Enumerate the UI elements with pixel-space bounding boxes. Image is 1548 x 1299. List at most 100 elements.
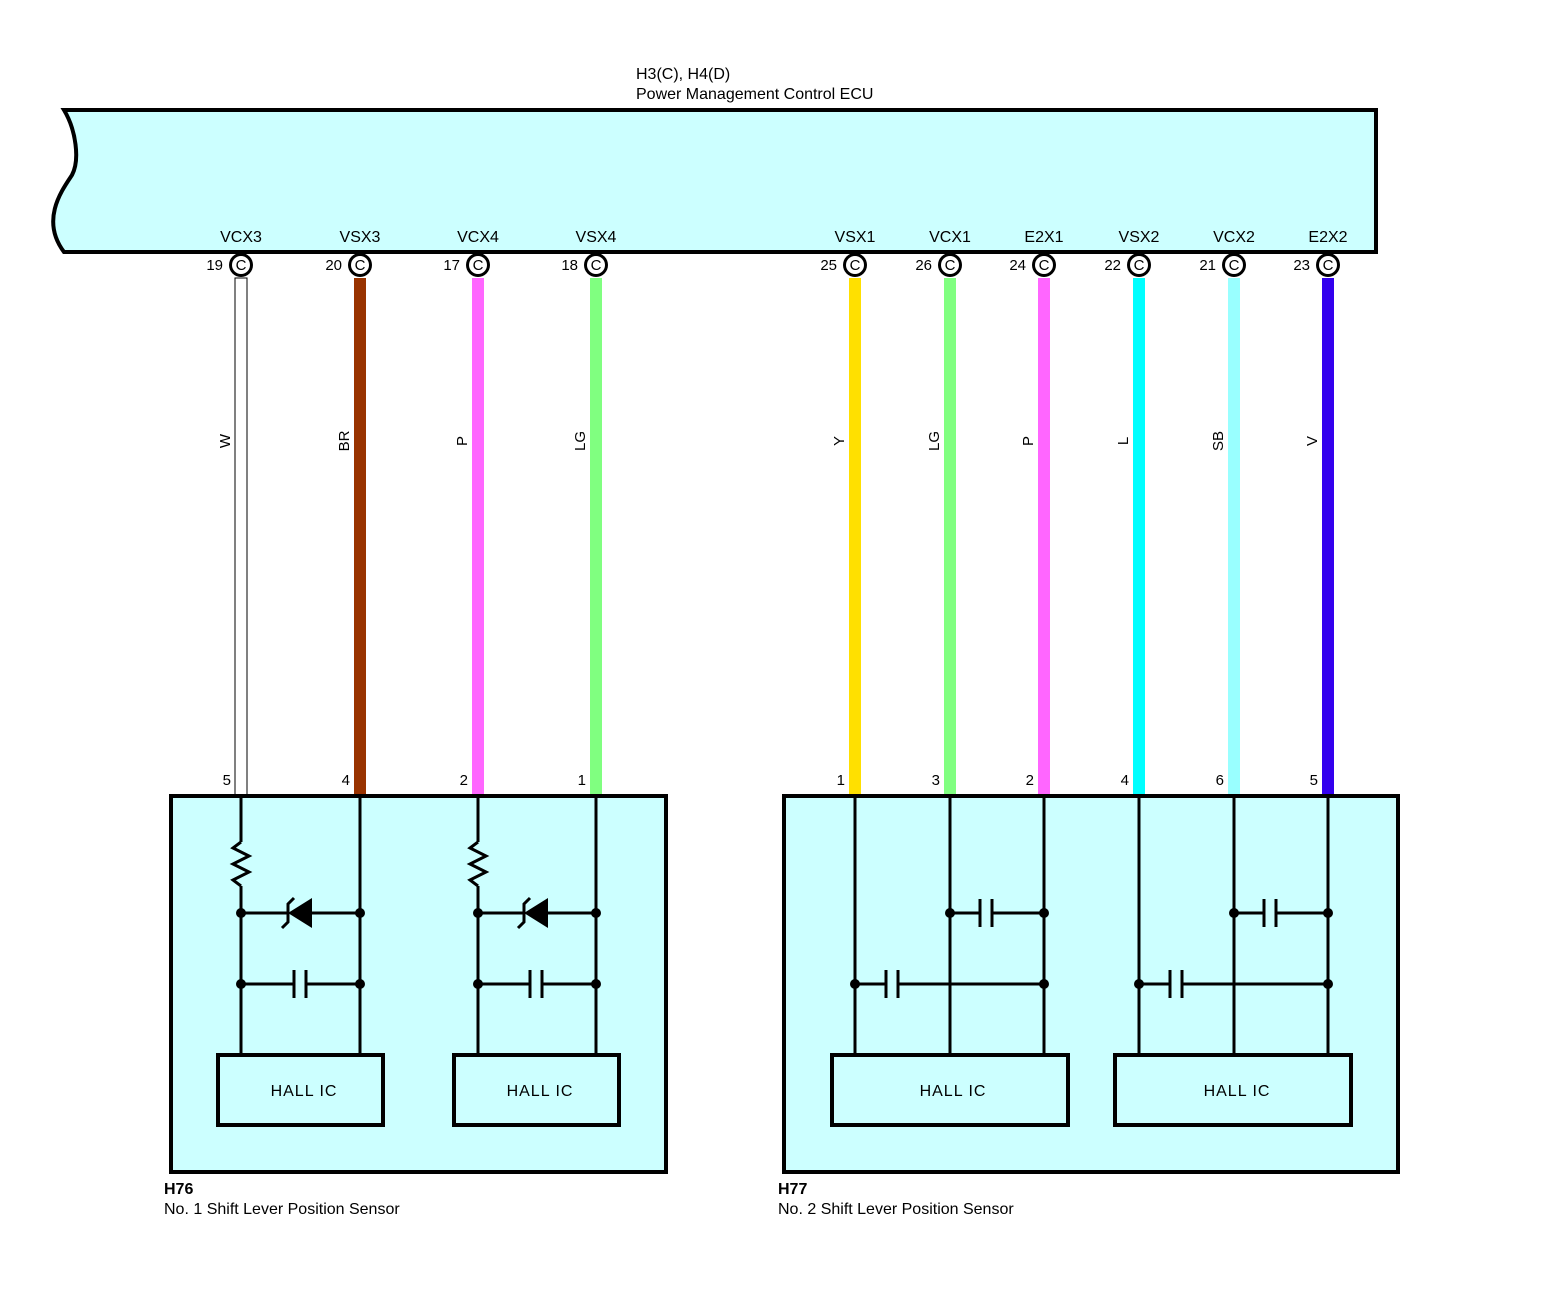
connector-circle-inner — [1225, 256, 1243, 274]
wire-color-code: P — [1020, 436, 1037, 446]
hall-ic-1a: HALL IC — [216, 1053, 385, 1127]
ecu-pin-number: 21 — [1199, 257, 1216, 274]
sensor1-circuit — [229, 796, 598, 1055]
wire-line — [1133, 278, 1145, 796]
wire-color-code: BR — [336, 430, 353, 451]
resistor-1 — [229, 840, 253, 888]
ecu-pin-number: 18 — [561, 257, 578, 274]
svg-text:HALL IC: HALL IC — [1204, 1083, 1271, 1100]
sensor-pin-number: 5 — [223, 772, 231, 789]
wire-color-code: SB — [1210, 431, 1227, 451]
sensor2-circuit — [853, 796, 1330, 1055]
connector-letter: C — [473, 257, 484, 274]
wire-vsx2: VSX222CL4VSX2 — [1090, 229, 1159, 822]
zener-diode-1 — [280, 896, 312, 930]
wire-color-code: V — [1304, 436, 1321, 446]
sensor-pin-number: 5 — [1310, 772, 1318, 789]
wire-color-code: W — [217, 433, 234, 448]
hall-ic-2b: HALL IC — [1113, 1053, 1353, 1127]
wire-vcx4: VCX417CP2VCX4 — [428, 229, 499, 822]
wire-line — [234, 277, 248, 797]
sensor-pin-number: 3 — [932, 772, 940, 789]
ecu-terminal-label: VSX4 — [576, 229, 617, 246]
sensor1-connector-label: H76 — [164, 1181, 193, 1198]
sensor2-junctions — [850, 908, 1333, 989]
wire-line — [472, 278, 484, 796]
connector-letter: C — [591, 257, 602, 274]
wire-vcx2: VCX221CSB6VCX2 — [1184, 229, 1255, 822]
sensor1-name-label: No. 1 Shift Lever Position Sensor — [164, 1201, 400, 1218]
connector-letter: C — [850, 257, 861, 274]
connector-circle-inner — [232, 256, 250, 274]
wire-vsx3: VSX320CBR4VSX3 — [311, 229, 380, 822]
connector-circle-inner — [1035, 256, 1053, 274]
connector-letter: C — [945, 257, 956, 274]
wire-color-code: L — [1115, 437, 1132, 445]
wire-color-code: LG — [572, 431, 589, 451]
ecu-terminal-label: VSX2 — [1119, 229, 1160, 246]
ecu-pin-number: 17 — [443, 257, 460, 274]
sensor2-connector-label: H77 — [778, 1181, 807, 1198]
ecu-connector-label: H3(C), H4(D) — [636, 66, 730, 83]
wire-vcx1: VCX126CLG3VCX1 — [900, 229, 971, 822]
wire-color-code: Y — [831, 436, 848, 446]
connector-letter: C — [1039, 257, 1050, 274]
connector-letter: C — [1323, 257, 1334, 274]
wire-line — [590, 278, 602, 796]
ecu-pin-number: 23 — [1293, 257, 1310, 274]
svg-text:HALL IC: HALL IC — [271, 1083, 338, 1100]
ecu-pin-number: 26 — [915, 257, 932, 274]
ecu-terminal-label: VSX1 — [835, 229, 876, 246]
connector-letter: C — [236, 257, 247, 274]
sensor1-junctions — [236, 908, 601, 989]
wire-line — [1038, 278, 1050, 796]
connector-circle-inner — [469, 256, 487, 274]
wire-line — [944, 278, 956, 796]
hall-ic-1b: HALL IC — [452, 1053, 621, 1127]
ecu-terminal-label: E2X2 — [1308, 229, 1347, 246]
svg-text:HALL IC: HALL IC — [507, 1083, 574, 1100]
wire-vcx3: VCX319CW5VCX3 — [191, 229, 262, 822]
wire-line — [354, 278, 366, 796]
connector-circle-inner — [351, 256, 369, 274]
ecu-terminal-label: VCX3 — [220, 229, 262, 246]
ecu-pin-number: 20 — [325, 257, 342, 274]
sensor-pin-number: 2 — [1026, 772, 1034, 789]
connector-circle-inner — [587, 256, 605, 274]
sensor-pin-number: 4 — [342, 772, 350, 789]
wire-line — [1322, 278, 1334, 796]
wire-color-code: LG — [926, 431, 943, 451]
hall-ic-2a: HALL IC — [830, 1053, 1070, 1127]
zener-diode-2 — [516, 896, 548, 930]
sensor-pin-number: 1 — [578, 772, 586, 789]
connector-circle-inner — [1319, 256, 1337, 274]
ecu-pin-number: 22 — [1104, 257, 1121, 274]
connector-circle-inner — [1130, 256, 1148, 274]
resistor-2 — [466, 840, 490, 888]
sensor2-name-label: No. 2 Shift Lever Position Sensor — [778, 1201, 1014, 1218]
ecu-terminal-label: E2X1 — [1024, 229, 1063, 246]
connector-letter: C — [1229, 257, 1240, 274]
connector-letter: C — [1134, 257, 1145, 274]
sensor-pin-number: 6 — [1216, 772, 1224, 789]
wire-line — [1228, 278, 1240, 796]
ecu-terminal-label: VCX4 — [457, 229, 499, 246]
sensor-pin-number: 1 — [837, 772, 845, 789]
ecu-terminal-label: VSX3 — [340, 229, 381, 246]
ecu-body — [51, 108, 1378, 254]
sensor-pin-number: 2 — [460, 772, 468, 789]
wire-vsx1: VSX125CY1VSX1 — [806, 229, 875, 822]
ecu-pin-number: 24 — [1009, 257, 1026, 274]
ecu-terminal-label: VCX1 — [929, 229, 971, 246]
wire-e2x1: E2X124CP2E2X1 — [997, 229, 1064, 822]
wire-color-code: P — [454, 436, 471, 446]
connector-letter: C — [355, 257, 366, 274]
ecu-pin-number: 19 — [206, 257, 223, 274]
wire-vsx4: VSX418CLG1VSX4 — [547, 229, 616, 822]
connector-circle-inner — [941, 256, 959, 274]
ecu-pin-number: 25 — [820, 257, 837, 274]
ecu-terminal-label: VCX2 — [1213, 229, 1255, 246]
connector-circle-inner — [846, 256, 864, 274]
ecu-name-label: Power Management Control ECU — [636, 86, 873, 103]
